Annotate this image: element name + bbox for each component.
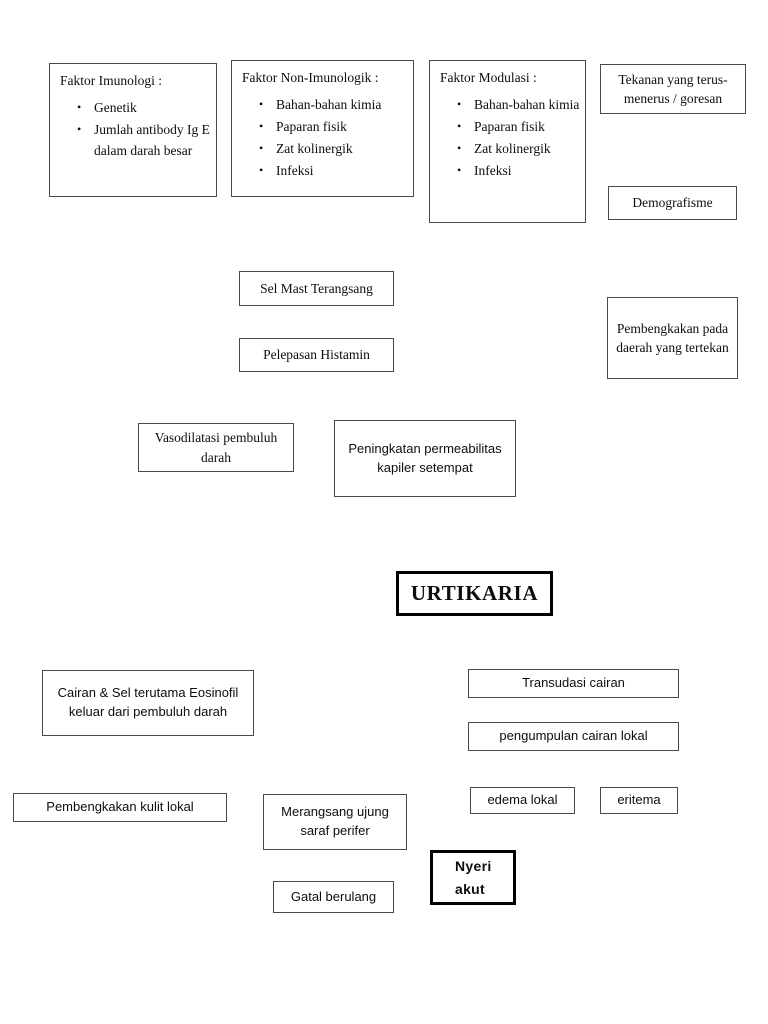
bullet-icon: • — [77, 121, 82, 136]
list-item: • Genetik — [77, 98, 212, 119]
list-item-label: Infeksi — [474, 162, 512, 178]
node-label: Pelepasan Histamin — [263, 347, 370, 363]
bullet-icon: • — [259, 96, 264, 111]
list-item-label: Jumlah antibody Ig E dalam darah besar — [94, 121, 210, 158]
list-item: • Infeksi — [457, 161, 581, 182]
node-demografisme: Demografisme — [608, 186, 737, 220]
node-faktor-non-imunologik: Faktor Non-Imunologik : • Bahan-bahan kim… — [231, 60, 414, 197]
node-urtikaria: URTIKARIA — [396, 571, 553, 616]
bullet-icon: • — [457, 162, 462, 177]
list-item-label: Zat kolinergik — [474, 140, 551, 156]
faktor-modulasi-list: • Bahan-bahan kimia • Paparan fisik • Zat k… — [440, 95, 585, 183]
list-item: • Paparan fisik — [457, 117, 581, 138]
node-cairan-sel-eosinofil: Cairan & Sel terutama Eosinofil keluar d… — [42, 670, 254, 736]
bullet-icon: • — [457, 118, 462, 133]
node-label: Peningkatan permeabilitas kapiler setemp… — [348, 440, 502, 475]
node-pengumpulan-cairan-lokal: pengumpulan cairan lokal — [468, 722, 679, 751]
list-item-label: Zat kolinergik — [276, 140, 353, 156]
faktor-non-imunologik-title: Faktor Non-Imunologik : — [242, 70, 379, 85]
node-faktor-modulasi: Faktor Modulasi : • Bahan-bahan kimia • Pa… — [429, 60, 586, 223]
list-item: • Zat kolinergik — [457, 139, 581, 160]
faktor-imunologi-title: Faktor Imunologi : — [60, 73, 162, 88]
node-label: Cairan & Sel terutama Eosinofil keluar d… — [57, 685, 239, 719]
node-label: edema lokal — [487, 792, 558, 808]
node-transudasi-cairan: Transudasi cairan — [468, 669, 679, 698]
list-item-label: Infeksi — [276, 162, 314, 178]
node-edema-lokal: edema lokal — [470, 787, 575, 814]
list-item-label: Bahan-bahan kimia — [276, 96, 382, 112]
list-item-label: Paparan fisik — [276, 118, 347, 134]
node-label: Nyeri akut — [455, 858, 492, 897]
node-label: Transudasi cairan — [522, 675, 625, 691]
faktor-non-imunologik-list: • Bahan-bahan kimia • Paparan fisik • Zat k… — [242, 95, 413, 183]
list-item-label: Paparan fisik — [474, 118, 545, 134]
node-label: pengumpulan cairan lokal — [499, 728, 648, 744]
list-item: • Bahan-bahan kimia — [457, 95, 581, 116]
node-sel-mast-terangsang: Sel Mast Terangsang — [239, 271, 394, 306]
node-label: Vasodilatasi pembuluh darah — [154, 430, 278, 465]
node-label: Pembengkakan pada daerah yang tertekan — [616, 320, 729, 355]
list-item-label: Bahan-bahan kimia — [474, 96, 580, 112]
node-peningkatan-permeabilitas: Peningkatan permeabilitas kapiler setemp… — [334, 420, 516, 497]
node-gatal-berulang: Gatal berulang — [273, 881, 394, 913]
node-eritema: eritema — [600, 787, 678, 814]
node-label: Pembengkakan kulit lokal — [46, 799, 194, 815]
node-pembengkakan-kulit-lokal: Pembengkakan kulit lokal — [13, 793, 227, 822]
node-label: Gatal berulang — [290, 888, 377, 904]
node-merangsang-saraf-perifer: Merangsang ujung saraf perifer — [263, 794, 407, 850]
node-label: Sel Mast Terangsang — [260, 280, 373, 296]
page-title: URTIKARIA — [410, 580, 539, 605]
node-faktor-imunologi: Faktor Imunologi : • Genetik • Jumlah anti… — [49, 63, 217, 197]
bullet-icon: • — [259, 118, 264, 133]
bullet-icon: • — [457, 140, 462, 155]
bullet-icon: • — [259, 140, 264, 155]
list-item: • Jumlah antibody Ig E dalam darah besar — [77, 120, 212, 162]
bullet-icon: • — [457, 96, 462, 111]
list-item: • Zat kolinergik — [259, 139, 409, 160]
faktor-modulasi-title: Faktor Modulasi : — [440, 70, 537, 85]
node-label: Tekanan yang terus-menerus / goresan — [618, 71, 728, 106]
node-label: Merangsang ujung saraf perifer — [281, 804, 389, 838]
node-vasodilatasi: Vasodilatasi pembuluh darah — [138, 423, 294, 472]
list-item-label: Genetik — [94, 99, 137, 115]
list-item: • Infeksi — [259, 161, 409, 182]
node-pelepasan-histamin: Pelepasan Histamin — [239, 338, 394, 372]
node-pembengkakan-tertekan: Pembengkakan pada daerah yang tertekan — [607, 297, 738, 379]
bullet-icon: • — [259, 162, 264, 177]
list-item: • Bahan-bahan kimia — [259, 95, 409, 116]
node-nyeri-akut: Nyeri akut — [430, 850, 516, 905]
faktor-imunologi-list: • Genetik • Jumlah antibody Ig E dalam dar… — [60, 98, 216, 163]
list-item: • Paparan fisik — [259, 117, 409, 138]
node-label: Demografisme — [632, 195, 713, 211]
bullet-icon: • — [77, 99, 82, 114]
node-label: eritema — [617, 792, 661, 808]
node-tekanan-terus-menerus: Tekanan yang terus-menerus / goresan — [600, 64, 746, 114]
